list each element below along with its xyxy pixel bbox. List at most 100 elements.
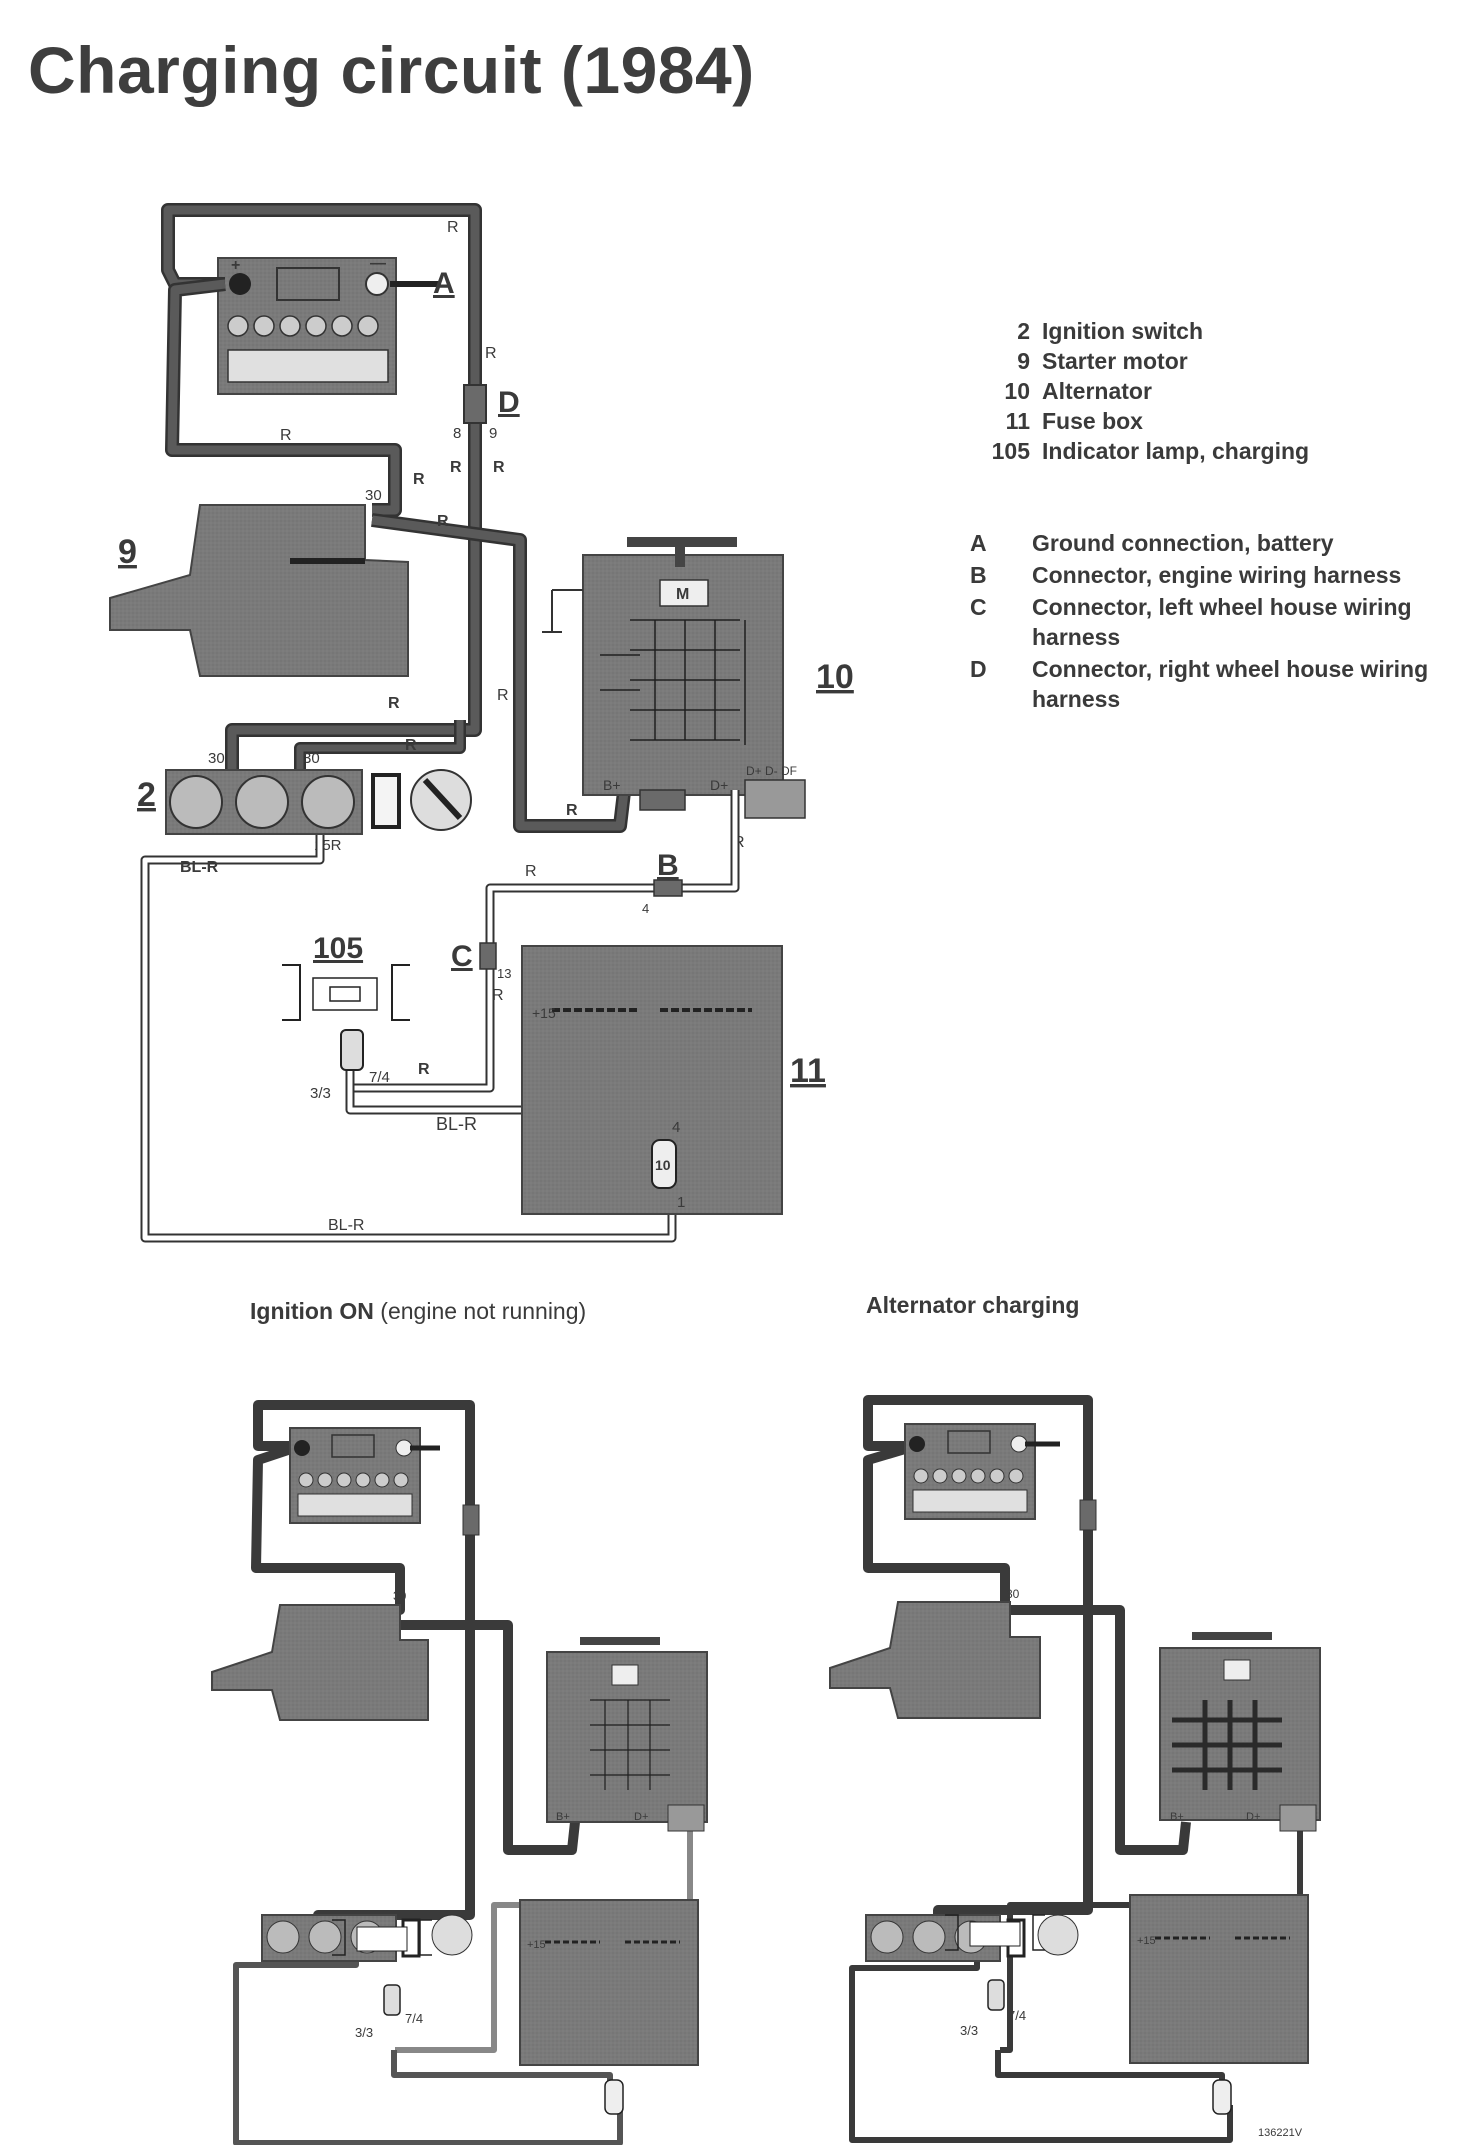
legend-key: C	[970, 594, 987, 620]
legend-text: Fuse box	[1042, 408, 1143, 434]
legend-key: D	[970, 656, 987, 682]
caption-ignition-on-rest: (engine not running)	[373, 1298, 587, 1324]
motor-m: M	[676, 586, 689, 603]
terminal-plus15: +15	[527, 1939, 546, 1951]
terminal-13: 13	[497, 966, 511, 981]
caption-alternator-charging: Alternator charging	[866, 1292, 1080, 1318]
main-cables	[161, 203, 631, 833]
label-10: 10	[816, 658, 854, 696]
legend-item: 11 Fuse box	[960, 408, 1309, 438]
legend-text: Alternator	[1042, 378, 1152, 404]
terminal-plus15: +15	[532, 1005, 556, 1021]
legend-number: 10	[1004, 378, 1030, 404]
alternator: M B+ D+ D+ D- DF	[542, 537, 806, 819]
wire-label: R	[405, 737, 417, 754]
terminal-dplus: D+	[634, 1811, 648, 1823]
legend-item: A Ground connection, battery	[970, 528, 1470, 558]
figure-code: 136221V	[1258, 2127, 1303, 2139]
label-b: B	[657, 849, 679, 882]
wire-label-blr: BL-R	[328, 1217, 364, 1234]
legend-item: 105 Indicator lamp, charging	[960, 438, 1309, 468]
wire-label-blr: BL-R	[436, 1114, 477, 1134]
wire-label: R	[485, 345, 497, 362]
legend-number: 105	[991, 438, 1030, 464]
wire-label: R	[566, 802, 578, 819]
legend-number: 2	[1017, 318, 1030, 344]
wire-label: R	[388, 695, 400, 712]
legend-item: 2 Ignition switch	[960, 318, 1309, 348]
connector-c	[479, 942, 497, 970]
connector-d	[463, 384, 487, 424]
label-d: D	[498, 386, 520, 419]
terminal-1: 1	[677, 1194, 685, 1211]
diagram-alternator-charging: 30 B+ D+ +15 3/3 7/4	[829, 1395, 1321, 2143]
main-diagram: + — A D 8 9 R	[109, 203, 854, 1243]
fuse-10: 10	[655, 1157, 671, 1173]
legend-text: Connector, engine wiring harness	[1032, 562, 1402, 588]
legend-number: 9	[1017, 348, 1030, 374]
terminal-dplus: D+	[710, 777, 728, 793]
legend-text: Ignition switch	[1042, 318, 1203, 344]
legend-item: C Connector, left wheel house wiring harn…	[970, 592, 1470, 652]
legend-text: Ground connection, battery	[1032, 530, 1334, 556]
terminal-33: 3/3	[310, 1085, 331, 1102]
terminal-30: 30	[208, 750, 225, 767]
terminal-30: 30	[303, 750, 320, 767]
label-105: 105	[313, 932, 363, 965]
wire-label: R	[450, 459, 462, 476]
terminal-74: 7/4	[369, 1069, 390, 1086]
caption-ignition-on-bold: Ignition ON	[250, 1298, 374, 1324]
legend-number: 11	[1005, 408, 1030, 434]
caption-ignition-on: Ignition ON (engine not running)	[250, 1298, 586, 1325]
terminal-4: 4	[642, 901, 649, 916]
terminal-33: 3/3	[355, 2025, 373, 2040]
label-9: 9	[118, 533, 137, 571]
label-11: 11	[790, 1052, 826, 1090]
terminal-9: 9	[489, 425, 497, 442]
battery-minus-label: —	[370, 255, 386, 272]
wire-label: R	[280, 427, 292, 444]
indicator-lamp: 3/3 7/4	[282, 964, 410, 1102]
legend-text: Indicator lamp, charging	[1042, 438, 1310, 464]
connector-b	[653, 879, 683, 897]
terminal-8: 8	[453, 425, 461, 442]
terminal-33: 3/3	[960, 2023, 978, 2038]
legend-item: 9 Starter motor	[960, 348, 1309, 378]
terminal-74: 7/4	[405, 2011, 423, 2026]
terminal-74: 7/4	[1008, 2008, 1026, 2023]
battery-plus-label: +	[231, 257, 240, 274]
legend-key: A	[970, 530, 987, 556]
terminal-dminus: D+ D- DF	[746, 764, 797, 778]
label-a: A	[433, 267, 455, 300]
wire-label: R	[493, 459, 505, 476]
wire-label: R	[497, 687, 509, 704]
legend-text: Connector, left wheel house wiring harne…	[1032, 594, 1412, 650]
wire-label: R	[437, 513, 449, 530]
wire-label: R	[413, 471, 425, 488]
terminal-30: 30	[393, 1589, 407, 1603]
page-title: Charging circuit (1984)	[28, 33, 755, 107]
legend-item: 10 Alternator	[960, 378, 1309, 408]
terminal-30: 30	[365, 487, 382, 504]
legend-text: Connector, right wheel house wiring harn…	[1032, 656, 1429, 712]
terminal-dplus: D+	[1246, 1811, 1260, 1823]
wire-label: R	[418, 1061, 430, 1078]
terminal-bplus: B+	[556, 1811, 570, 1823]
wire-label: R	[492, 987, 504, 1004]
wire-label: R	[447, 219, 459, 236]
label-2: 2	[137, 776, 156, 814]
terminal-plus15: +15	[1137, 1935, 1156, 1947]
diagram-ignition-on: 30 B+ D+ +15 3/3 7/4	[211, 1400, 708, 2145]
starter-motor: 30	[109, 487, 409, 677]
legend-item: D Connector, right wheel house wiring har…	[970, 654, 1470, 714]
wire-label: R	[525, 863, 537, 880]
legend-text: Starter motor	[1042, 348, 1188, 374]
fuse-box: +15 10 4 1	[521, 945, 783, 1215]
terminal-bplus: B+	[603, 777, 621, 793]
terminal-30: 30	[1006, 1587, 1020, 1601]
terminal-4: 4	[672, 1119, 680, 1136]
